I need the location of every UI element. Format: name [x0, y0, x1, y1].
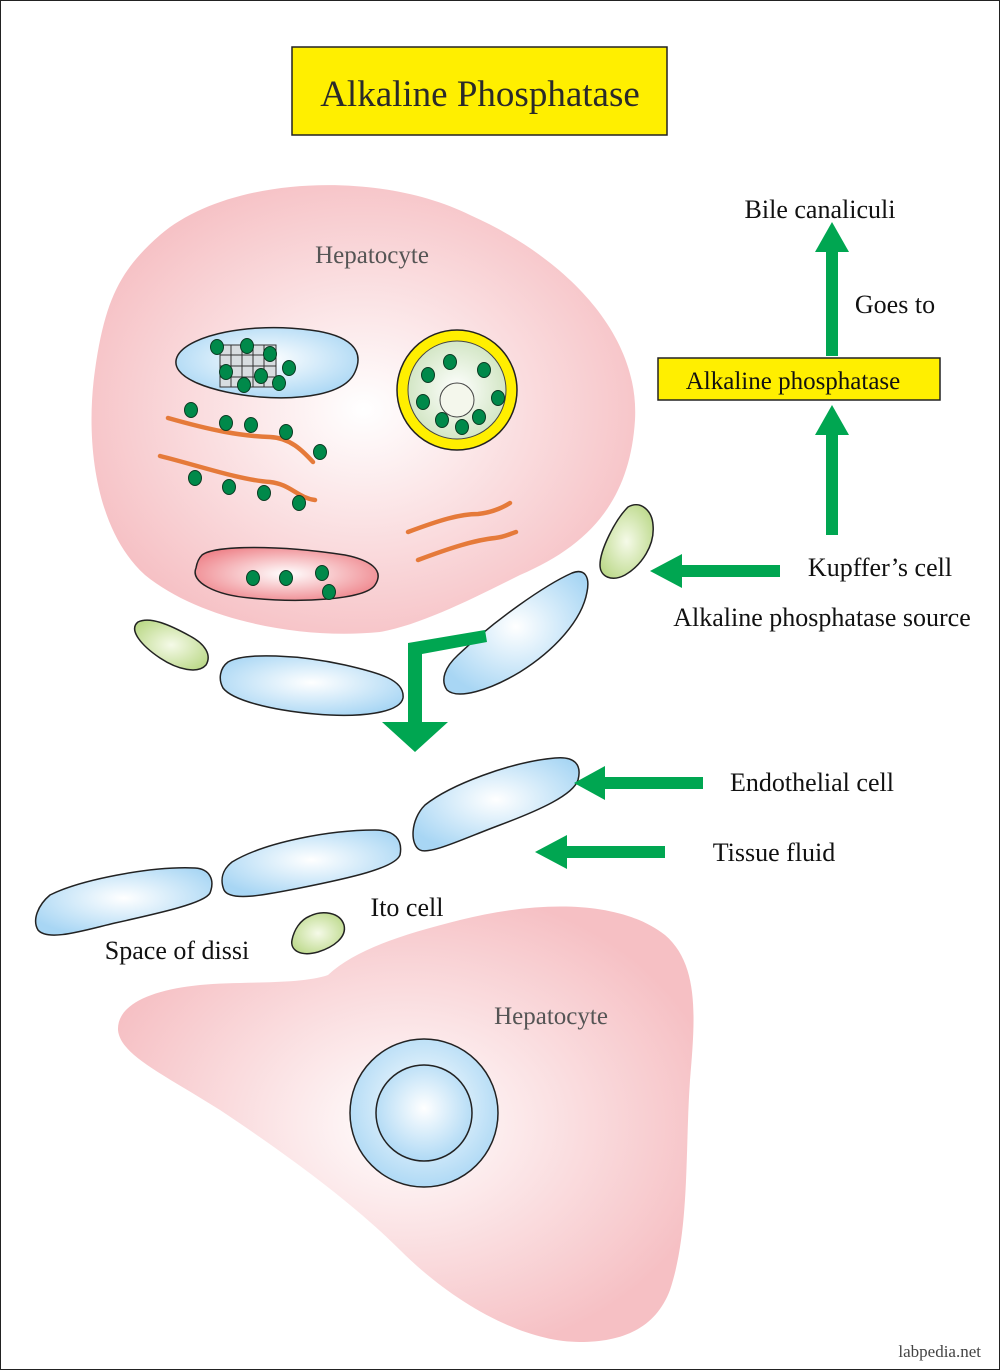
arrow-to-kupffer-cell — [650, 554, 780, 588]
hepatocyte-upper: Hepatocyte — [91, 185, 636, 634]
alp-source-label: Alkaline phosphatase source — [673, 603, 970, 632]
nucleus-organelle — [396, 329, 518, 451]
hepatocyte-lower: Hepatocyte — [117, 906, 694, 1342]
alp-box: Alkaline phosphatase — [657, 357, 941, 401]
endothelial-cell-label: Endothelial cell — [730, 768, 894, 797]
tissue-fluid-label: Tissue fluid — [713, 838, 836, 867]
ito-cell-label: Ito cell — [371, 893, 444, 922]
hepatocyte-bottom-label: Hepatocyte — [494, 1003, 608, 1030]
bent-arrow-down — [382, 630, 487, 752]
bile-canaliculi-label: Bile canaliculi — [745, 195, 896, 224]
kupffer-cell-label: Kupffer’s cell — [808, 553, 952, 582]
title-box: Alkaline Phosphatase — [291, 46, 668, 136]
endoplasmic-reticulum — [157, 415, 519, 563]
space-of-dissi-label: Space of dissi — [105, 936, 249, 965]
kupffer-cells — [133, 504, 654, 955]
arrow-kupffer-to-alp — [815, 405, 849, 535]
ribosomes — [184, 402, 327, 511]
watermark: labpedia.net — [898, 1342, 981, 1361]
nucleus-lower — [349, 1038, 499, 1188]
rough-er-organelle — [175, 326, 359, 399]
mitochondrion — [194, 546, 379, 601]
arrow-to-endothelial-cell — [574, 766, 703, 800]
arrow-to-tissue-fluid — [535, 835, 665, 869]
page-title: Alkaline Phosphatase — [320, 74, 640, 115]
goes-to-label: Goes to — [855, 290, 935, 319]
endothelial-cells — [34, 571, 589, 936]
alp-box-label: Alkaline phosphatase — [686, 368, 901, 395]
arrow-alp-to-bile — [815, 222, 849, 356]
hepatocyte-top-label: Hepatocyte — [315, 242, 429, 269]
